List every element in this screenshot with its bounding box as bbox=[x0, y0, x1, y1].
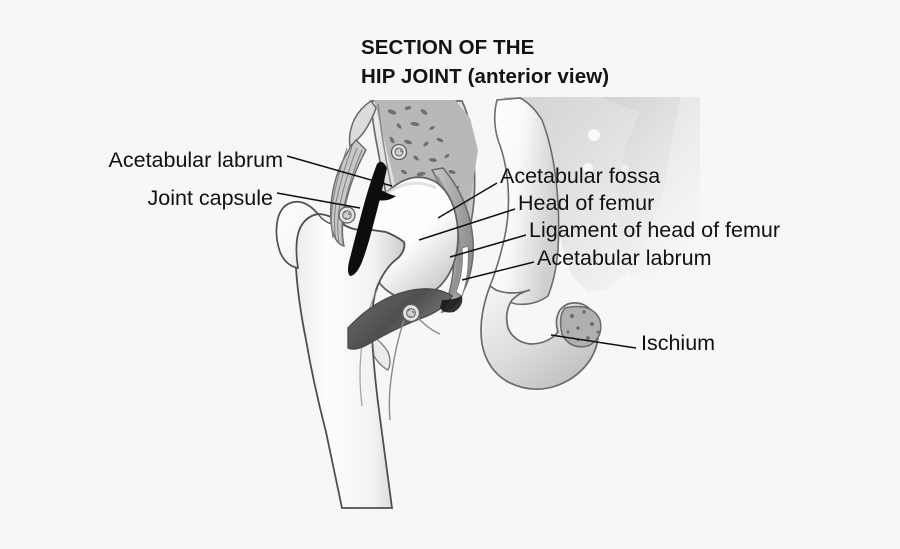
vessel-icon-inferior bbox=[401, 303, 421, 323]
leader-acetabular-labrum-left bbox=[286, 155, 393, 187]
leader-lines bbox=[276, 155, 637, 349]
joint-capsule bbox=[329, 138, 367, 247]
label-head-of-femur: Head of femur bbox=[518, 191, 655, 215]
acetabular-labrum bbox=[348, 161, 463, 313]
vessel-cross-sections bbox=[338, 143, 421, 323]
figure-title: SECTION OF THE HIP JOINT (anterior view) bbox=[361, 33, 609, 91]
vessel-icon-mid bbox=[338, 206, 356, 224]
label-acetabular-labrum-left: Acetabular labrum bbox=[108, 148, 283, 172]
leader-joint-capsule bbox=[276, 192, 361, 209]
leader-head-of-femur bbox=[418, 208, 516, 241]
vessel-icon-superior bbox=[390, 143, 408, 161]
label-ligament-of-head-of-femur: Ligament of head of femur bbox=[529, 218, 780, 242]
leader-ischium bbox=[550, 334, 637, 349]
label-ischium: Ischium bbox=[641, 331, 716, 355]
capsule-reflection bbox=[388, 317, 441, 421]
leader-acetabular-labrum-right bbox=[461, 261, 535, 281]
ischium bbox=[480, 284, 602, 391]
label-acetabular-fossa: Acetabular fossa bbox=[500, 164, 661, 188]
pelvic-ramus bbox=[489, 97, 560, 306]
femur bbox=[275, 200, 406, 509]
figure-title-line-2: HIP JOINT (anterior view) bbox=[361, 65, 610, 88]
label-joint-capsule: Joint capsule bbox=[147, 186, 274, 210]
label-acetabular-labrum-right: Acetabular labrum bbox=[537, 246, 712, 270]
leader-ligament-of-head-of-femur bbox=[449, 234, 527, 258]
figure-title-line-1: SECTION OF THE bbox=[361, 36, 535, 59]
leader-acetabular-fossa bbox=[437, 182, 498, 219]
